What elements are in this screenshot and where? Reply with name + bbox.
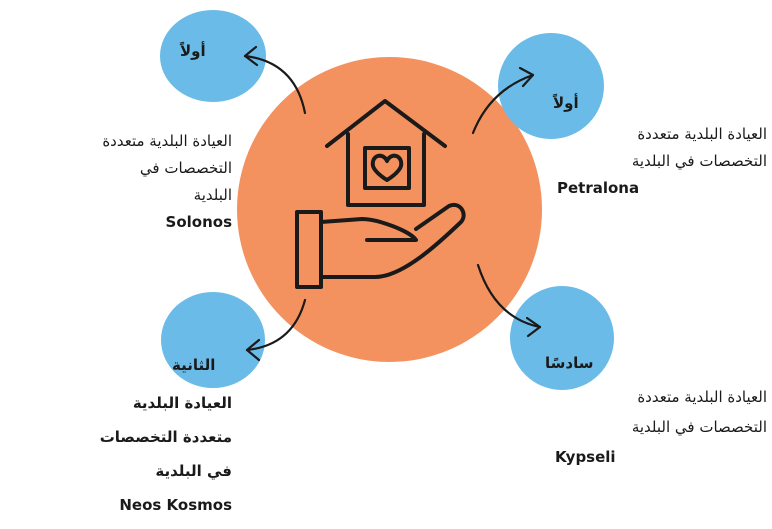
- text-line: متعددة التخصصات: [99, 428, 232, 446]
- arrow-bottom-right: [476, 263, 542, 329]
- text-line: العيادة البلدية متعددة: [637, 388, 767, 406]
- node-label-bottom-right: سادسًا: [545, 354, 594, 372]
- place-name: Solonos: [165, 213, 232, 231]
- arrowhead-bottom-left: [245, 338, 261, 362]
- text-line: التخصصات في البلدية: [631, 418, 767, 436]
- node-label-top-left: أولاً: [180, 42, 206, 60]
- text-line: في البلدية: [155, 462, 232, 480]
- place-name: Neos Kosmos: [119, 496, 232, 514]
- center-circle: [237, 57, 542, 362]
- arrowhead-bottom-right: [525, 316, 542, 338]
- place-name: Petralona: [557, 179, 640, 197]
- node-label-bottom-left: الثانية: [172, 356, 216, 374]
- arrow-top-right: [471, 73, 535, 135]
- node-circle-top-right: [498, 33, 604, 139]
- place-name: Kypseli: [555, 448, 616, 466]
- text-line: العيادة البلدية: [132, 394, 232, 412]
- arrowhead-top-right: [518, 66, 535, 88]
- text-top-left: العيادة البلدية متعددة التخصصات في البلد…: [30, 128, 232, 236]
- text-line: التخصصات في البلدية: [631, 152, 767, 170]
- node-circle-bottom-right: [510, 286, 614, 390]
- text-top-right: العيادة البلدية متعددة التخصصات في البلد…: [545, 121, 767, 202]
- hand-holding-house-heart-icon: [295, 99, 466, 289]
- text-bottom-right: العيادة البلدية متعددة التخصصات في البلد…: [545, 382, 767, 472]
- arrowhead-top-left: [243, 45, 259, 67]
- arrow-top-left: [243, 54, 307, 115]
- text-line: البلدية: [193, 186, 232, 204]
- node-circle-bottom-left: [161, 292, 265, 388]
- arrow-bottom-left: [245, 298, 307, 352]
- text-bottom-left: العيادة البلدية متعددة التخصصات في البلد…: [30, 386, 232, 522]
- text-line: العيادة البلدية متعددة: [102, 132, 232, 150]
- node-label-top-right: أولاً: [553, 94, 579, 112]
- text-line: التخصصات في: [139, 159, 232, 177]
- text-line: العيادة البلدية متعددة: [637, 125, 767, 143]
